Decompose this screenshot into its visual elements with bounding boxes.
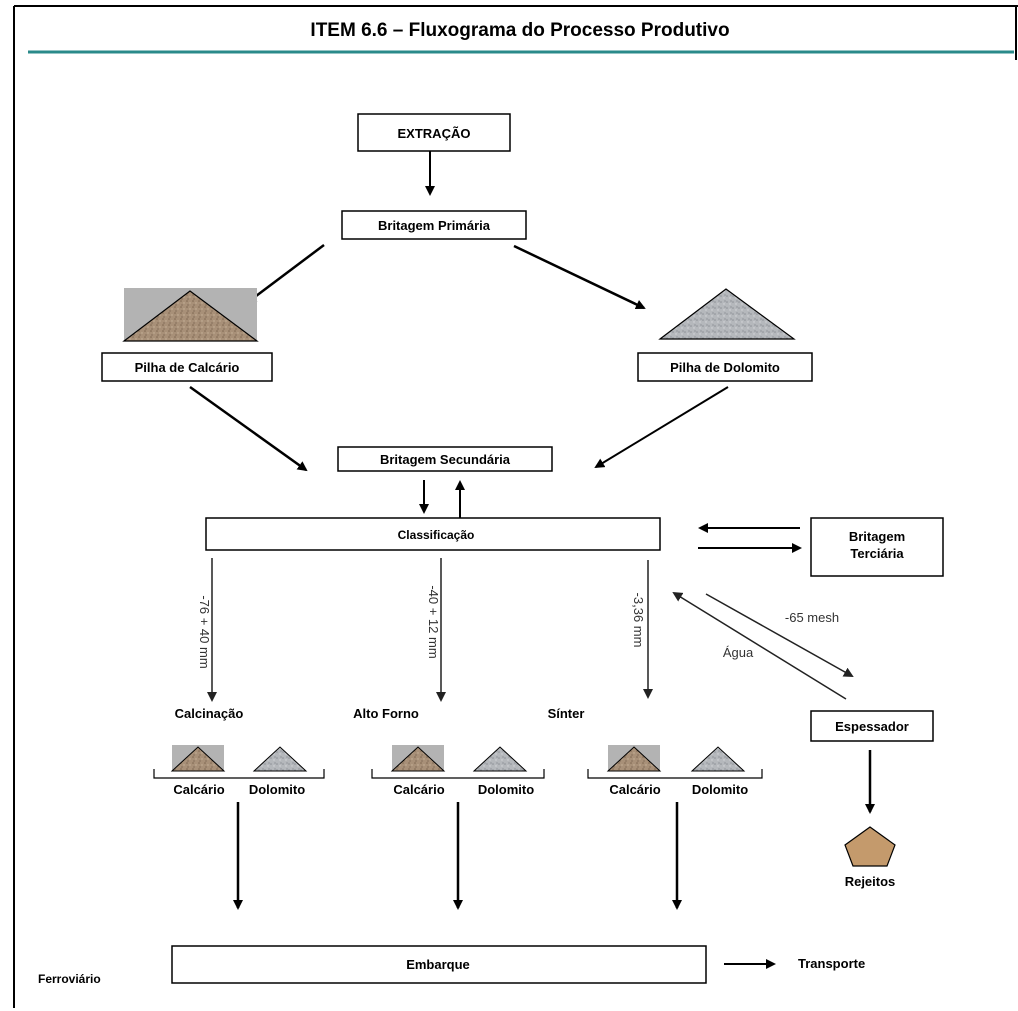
pile-label-dolomito: Dolomito <box>478 782 534 797</box>
pile-label-calcario: Calcário <box>393 782 444 797</box>
node-ferroviario: Ferroviário <box>38 972 101 986</box>
pile-label-calcario: Calcário <box>609 782 660 797</box>
node-britagem-terciaria-line2: Terciária <box>850 546 904 561</box>
dolomito-pile-icon <box>690 746 746 772</box>
arrow-to-espessador <box>705 593 854 677</box>
node-espessador-box <box>810 710 934 742</box>
node-britagem-secundaria-box <box>337 446 553 472</box>
node-britagem-primaria-box <box>341 210 527 240</box>
page-title: ITEM 6.6 – Fluxograma do Processo Produt… <box>310 20 729 41</box>
node-britagem-primaria: Britagem Primária <box>378 218 491 233</box>
dolomito-pile-icon <box>252 746 308 772</box>
arrow-primaria-to-dolomito <box>513 244 646 310</box>
node-pilha-calcario: Pilha de Calcário <box>135 360 240 375</box>
node-classificacao-box <box>205 517 661 551</box>
rejeitos-icon <box>844 826 896 867</box>
node-transporte: Transporte <box>798 956 865 971</box>
arrow-dolomito-to-secundaria <box>594 386 729 469</box>
node-embarque: Embarque <box>406 957 470 972</box>
calcario-pile-icon <box>606 746 662 772</box>
node-extracao: EXTRAÇÃO <box>398 126 471 141</box>
arrow-agua-return <box>672 591 847 700</box>
stream-size-3: -3,36 mm <box>631 593 646 648</box>
product-alto-forno: Alto Forno <box>353 706 419 721</box>
node-britagem-secundaria: Britagem Secundária <box>380 452 511 467</box>
product-sinter: Sínter <box>548 706 585 721</box>
stream-size-1: -76 + 40 mm <box>197 595 212 668</box>
stream-agua: Água <box>723 645 754 660</box>
pile-label-dolomito: Dolomito <box>249 782 305 797</box>
arrow-calcario-to-secundaria <box>189 385 308 472</box>
piles-bracket <box>587 769 763 779</box>
calcario-pile-icon <box>170 746 226 772</box>
product-piles-group-2: Calcário Dolomito <box>371 745 545 797</box>
product-piles-group-1: Calcário Dolomito <box>153 745 325 797</box>
node-rejeitos: Rejeitos <box>845 874 896 889</box>
piles-bracket <box>371 769 545 779</box>
node-embarque-box <box>171 945 707 984</box>
node-extracao-box <box>357 113 511 152</box>
node-classificacao: Classificação <box>398 528 475 542</box>
product-piles-group-3: Calcário Dolomito <box>587 745 763 797</box>
pile-label-calcario: Calcário <box>173 782 224 797</box>
arrow-primaria-to-calcario <box>246 244 325 304</box>
calcario-pile-icon <box>122 290 259 342</box>
piles-bracket <box>153 769 325 779</box>
calcario-pile-icon <box>390 746 446 772</box>
node-britagem-terciaria-line1: Britagem <box>849 529 905 544</box>
node-espessador: Espessador <box>835 719 909 734</box>
node-pilha-dolomito-box <box>637 352 813 382</box>
dolomito-pile-icon <box>472 746 528 772</box>
pile-label-dolomito: Dolomito <box>692 782 748 797</box>
node-britagem-terciaria-box <box>810 517 944 577</box>
node-pilha-dolomito: Pilha de Dolomito <box>670 360 780 375</box>
dolomito-pile-icon <box>658 288 796 340</box>
stream-mesh: -65 mesh <box>785 610 839 625</box>
node-pilha-calcario-box <box>101 352 273 382</box>
stream-size-2: -40 + 12 mm <box>426 585 441 658</box>
product-calcinacao: Calcinação <box>175 706 244 721</box>
